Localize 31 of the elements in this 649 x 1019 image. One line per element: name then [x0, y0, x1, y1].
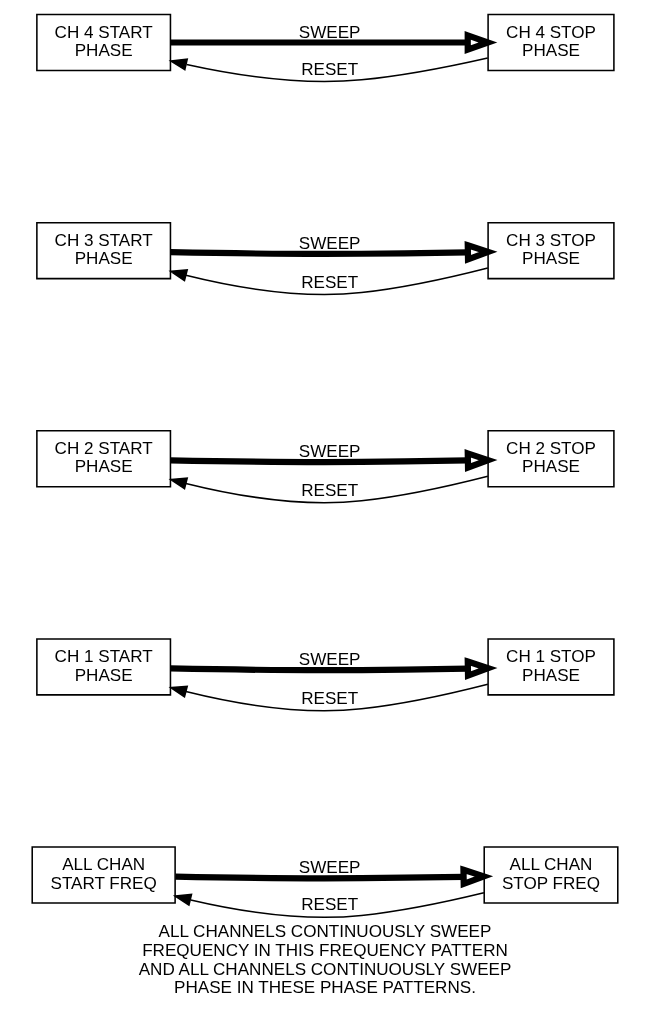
arrow — [174, 865, 493, 889]
arrow — [168, 683, 489, 712]
arrow — [168, 475, 489, 504]
node-box: CH 3 STOP PHASE — [486, 221, 615, 280]
caption: ALL CHANNELS CONTINUOUSLY SWEEP FREQUENCY IN THIS FREQUENCY PATTERN AND ALL CHANNELS CONTINUOUSLY SWEEP PHASE IN THESE PHASE PATTERNS. — [138, 922, 511, 998]
arrow — [169, 657, 497, 681]
arrow — [168, 267, 489, 296]
edge-label: SWEEP — [298, 858, 360, 878]
arrow — [168, 57, 488, 83]
node-box: CH 3 START PHASE — [35, 221, 171, 280]
node-box: CH 4 START PHASE — [35, 13, 171, 72]
node-box: ALL CHAN START FREQ — [30, 846, 176, 904]
arrow — [169, 240, 497, 264]
edge-label: SWEEP — [298, 650, 360, 670]
arrow — [170, 31, 497, 54]
arrow — [169, 449, 497, 472]
edge-label: RESET — [300, 688, 358, 708]
node-box: CH 2 STOP PHASE — [486, 430, 615, 488]
node-box: CH 1 START PHASE — [35, 638, 171, 696]
node-box: CH 1 STOP PHASE — [486, 638, 615, 696]
node-box: CH 4 STOP PHASE — [486, 13, 615, 72]
edge-label: SWEEP — [298, 22, 360, 42]
edge-label: SWEEP — [298, 441, 360, 461]
node-box: ALL CHAN STOP FREQ — [482, 846, 619, 904]
edge-label: RESET — [300, 59, 358, 79]
arrow — [172, 891, 485, 918]
edge-label: RESET — [300, 480, 358, 500]
edge-label: RESET — [300, 895, 358, 915]
node-box: CH 2 START PHASE — [35, 430, 171, 488]
edge-label: RESET — [300, 272, 358, 292]
edge-label: SWEEP — [298, 233, 360, 253]
